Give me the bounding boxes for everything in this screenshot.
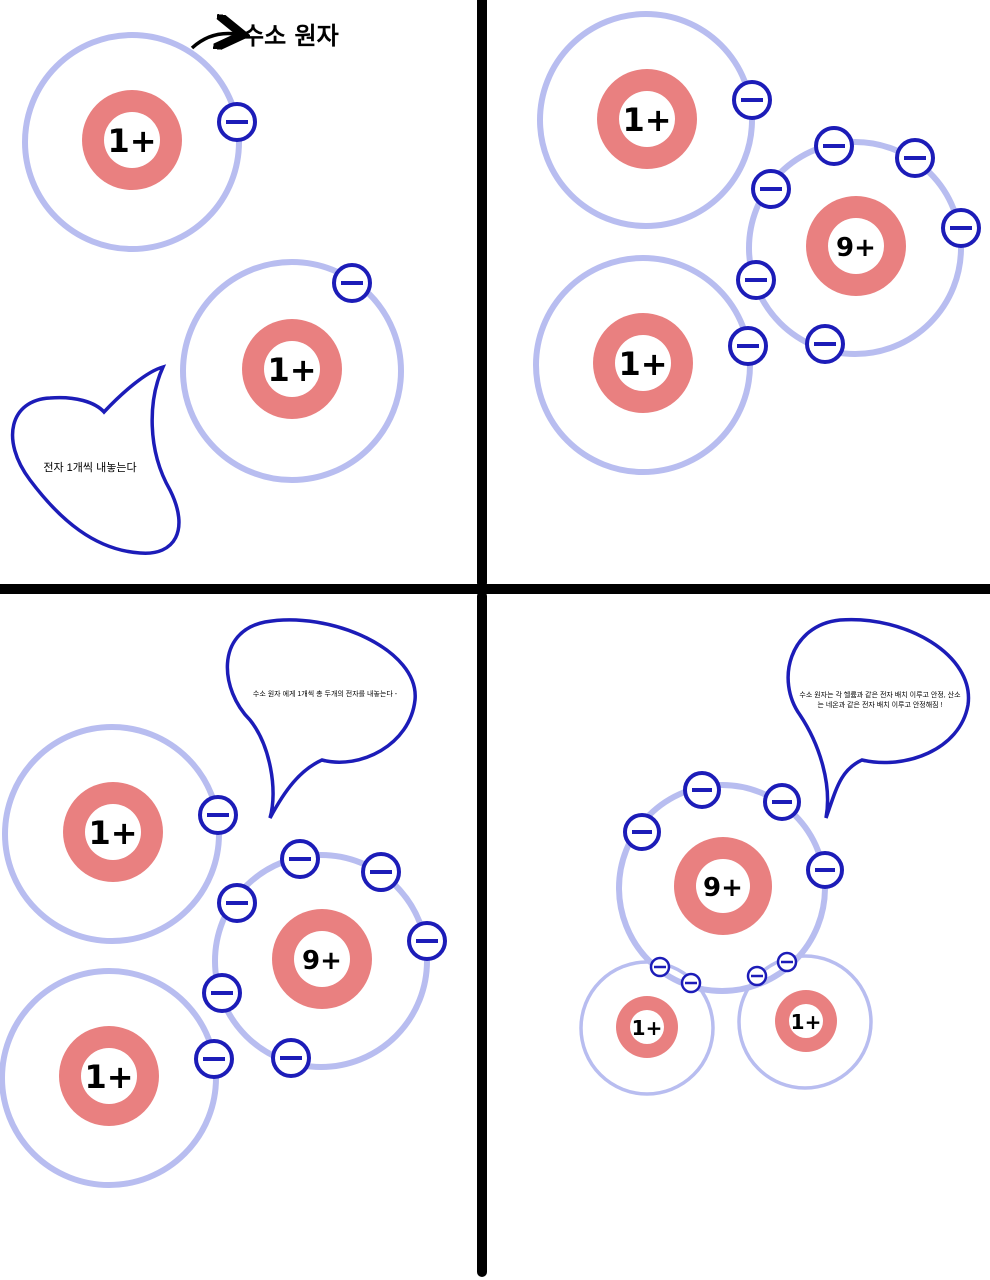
hydrogen-atom: 1+ [579,960,715,1096]
electron [280,839,320,879]
nucleus-core [630,1010,664,1044]
electron-shell [737,954,873,1090]
electron [805,324,845,364]
electron [271,1038,311,1078]
electron [680,972,702,994]
speech-bubble-text: 전자 1개씩 내놓는다 [43,461,136,474]
nucleus-core [85,804,141,860]
nucleus-core [264,341,320,397]
nucleus-core [828,218,884,274]
panel-3: 수소 원자 에게 1개씩 총 두개의 전자를 내놓는다 - 1+ 1+ 9+ [0,618,447,1188]
electron [751,169,791,209]
panel-2: 1+ 1+ 9+ [533,11,981,475]
nucleus-charge-label: 1+ [84,1058,133,1096]
nucleus-core [294,931,350,987]
panel-4: 수소 원자는 각 헬륨과 같은 전자 배치 이루고 안정, 산소 는 네온과 같… [579,617,971,1096]
electron [332,263,372,303]
electron [217,883,257,923]
oxygen-atom: 9+ [616,782,828,994]
hydrogen-atom: 1+ [537,11,755,229]
hydrogen-atom: 1+ [0,968,219,1188]
hydrogen-atom: 1+ [533,255,753,475]
nucleus-core [619,91,675,147]
nucleus-core [104,112,160,168]
nucleus-core [789,1004,823,1038]
nucleus-charge-label: 1+ [107,122,156,160]
speech-bubble-text-line1: 수소 원자는 각 헬륨과 같은 전자 배치 이루고 안정, 산소 [799,690,961,699]
nucleus-charge-label: 1+ [791,1010,822,1034]
nucleus-charge-label: 9+ [703,873,743,903]
electron [194,1039,234,1079]
speech-bubble-text: 수소 원자 에게 1개씩 총 두개의 전자를 내놓는다 - [253,689,398,698]
electron [202,973,242,1013]
nucleus-charge-label: 1+ [632,1016,663,1040]
electron [814,126,854,166]
nucleus-core [81,1048,137,1104]
speech-bubble [786,617,971,819]
atom-annotation: 수소 원자 [242,22,339,50]
nucleus-charge-label: 9+ [836,233,876,263]
hydrogen-atom: 1+ [737,954,873,1090]
speech-bubble-text-line2: 는 네온과 같은 전자 배치 이루고 안정해짐 ! [817,700,942,709]
nucleus-core [696,859,750,913]
electron [728,326,768,366]
electron [776,951,798,973]
electron [763,783,801,821]
electron [806,851,844,889]
hydrogen-atom: 1+ [180,259,404,483]
nucleus-core [615,335,671,391]
electron [217,102,257,142]
electron [732,80,772,120]
electron-shell [180,259,404,483]
electron [623,813,661,851]
electron [407,921,447,961]
electron [683,771,721,809]
electron [736,260,776,300]
hydrogen-atom: 1+ [2,724,222,944]
electron [941,208,981,248]
nucleus-charge-label: 1+ [267,351,316,389]
electron [895,138,935,178]
nucleus-charge-label: 1+ [622,101,671,139]
electron [746,965,768,987]
speech-bubble [10,364,181,555]
electron [198,795,238,835]
hydrogen-atom: 1+ [22,32,257,252]
nucleus-charge-label: 1+ [88,814,137,852]
electron [361,852,401,892]
annotation-arrow [190,34,236,48]
electron-shell [579,960,715,1096]
electron [649,956,671,978]
panel-1: 1+ 수소 원자 1+ 전자 1개씩 내놓는다 [10,22,404,555]
nucleus-charge-label: 1+ [618,345,667,383]
speech-bubble [225,618,417,819]
nucleus-charge-label: 9+ [302,946,342,976]
electron-shell [22,32,242,252]
